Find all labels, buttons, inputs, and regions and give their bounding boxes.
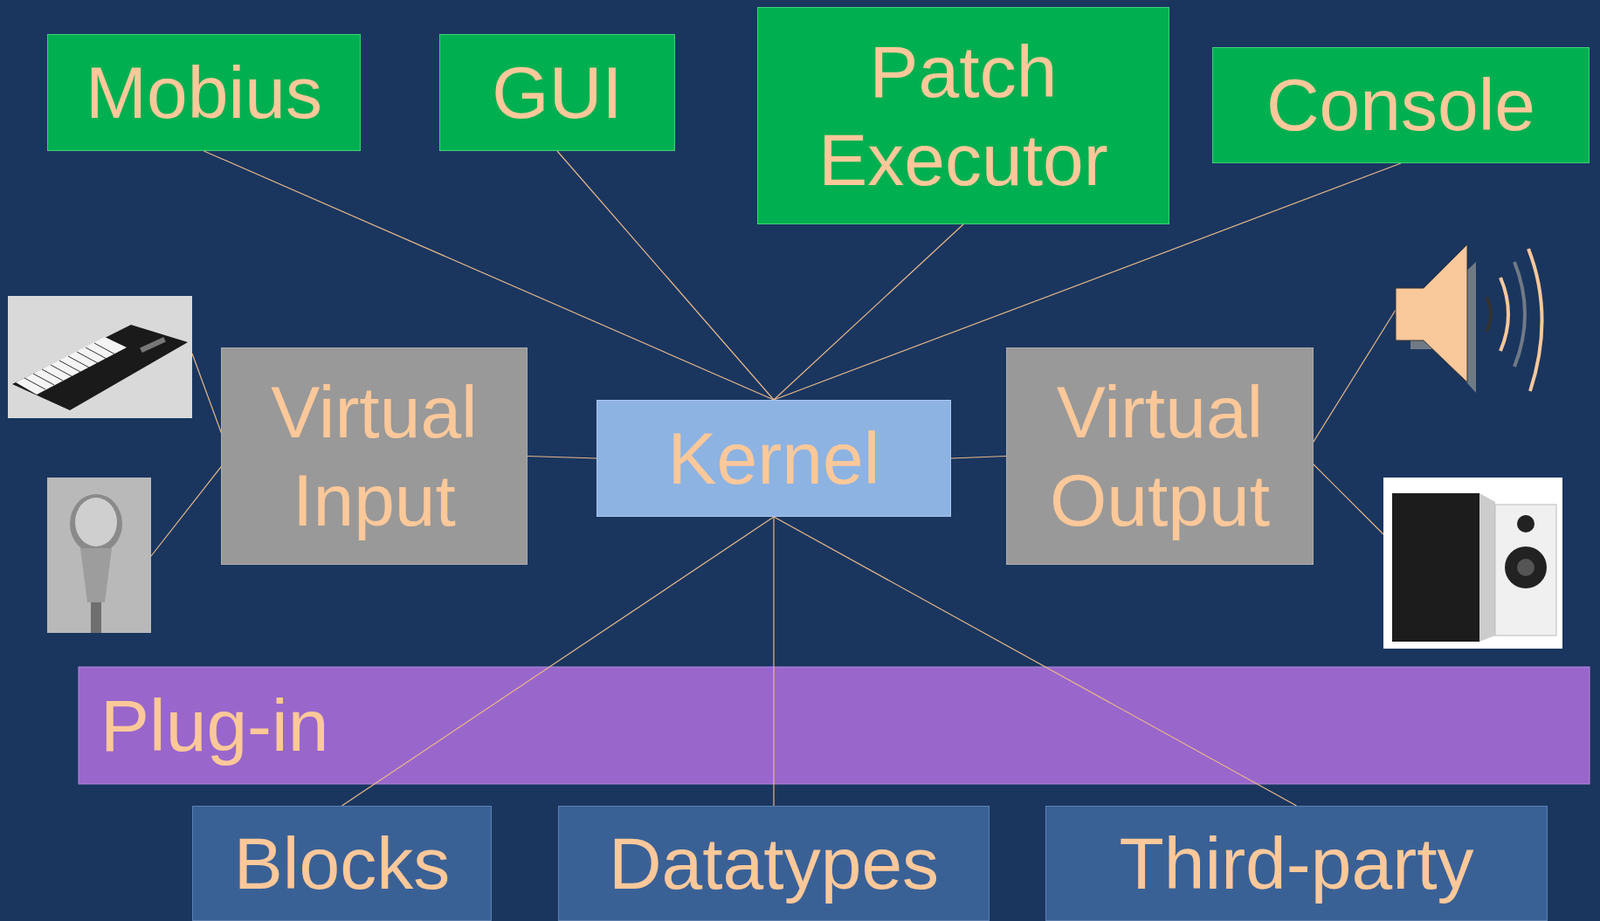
node-label: GUI xyxy=(491,48,622,138)
node-label: Blocks xyxy=(234,820,450,909)
node-label: Plug-in xyxy=(100,682,329,771)
io-box: Virtual Output xyxy=(1006,347,1314,566)
node-label: Console xyxy=(1266,61,1536,150)
plugin-box: Third-party xyxy=(1045,806,1548,921)
leader-line xyxy=(151,455,230,557)
node-label: Datatypes xyxy=(608,820,939,909)
speaker-icon xyxy=(1395,244,1543,394)
node-label: Virtual Output xyxy=(1006,368,1313,545)
module-box: GUI xyxy=(439,34,676,152)
plugin-box: Blocks xyxy=(192,806,492,921)
kernel-box: Kernel xyxy=(596,400,952,518)
io-box: Virtual Input xyxy=(220,347,528,566)
node-label: Mobius xyxy=(85,48,323,138)
leader-line xyxy=(1304,455,1384,535)
node-label: Third-party xyxy=(1118,820,1474,909)
leader-line xyxy=(1304,310,1396,456)
module-box: Console xyxy=(1212,47,1590,164)
connector-line xyxy=(557,151,774,400)
connector-line xyxy=(951,456,1007,460)
microphone-picture xyxy=(47,477,152,634)
connector-line xyxy=(773,224,964,400)
node-label: Patch Executor xyxy=(758,27,1169,205)
module-box: Mobius xyxy=(47,34,361,152)
module-box: Patch Executor xyxy=(757,6,1170,225)
speaker-box-picture xyxy=(1383,477,1563,649)
connector-line xyxy=(772,517,774,807)
plugin-box: Datatypes xyxy=(558,806,990,921)
plugin-band: Plug-in xyxy=(78,667,1590,785)
node-label: Kernel xyxy=(668,414,881,504)
node-label: Virtual Input xyxy=(221,368,527,545)
connector-line xyxy=(527,456,597,460)
keyboard-picture xyxy=(7,296,193,419)
plugin-band-fill xyxy=(78,667,1590,785)
